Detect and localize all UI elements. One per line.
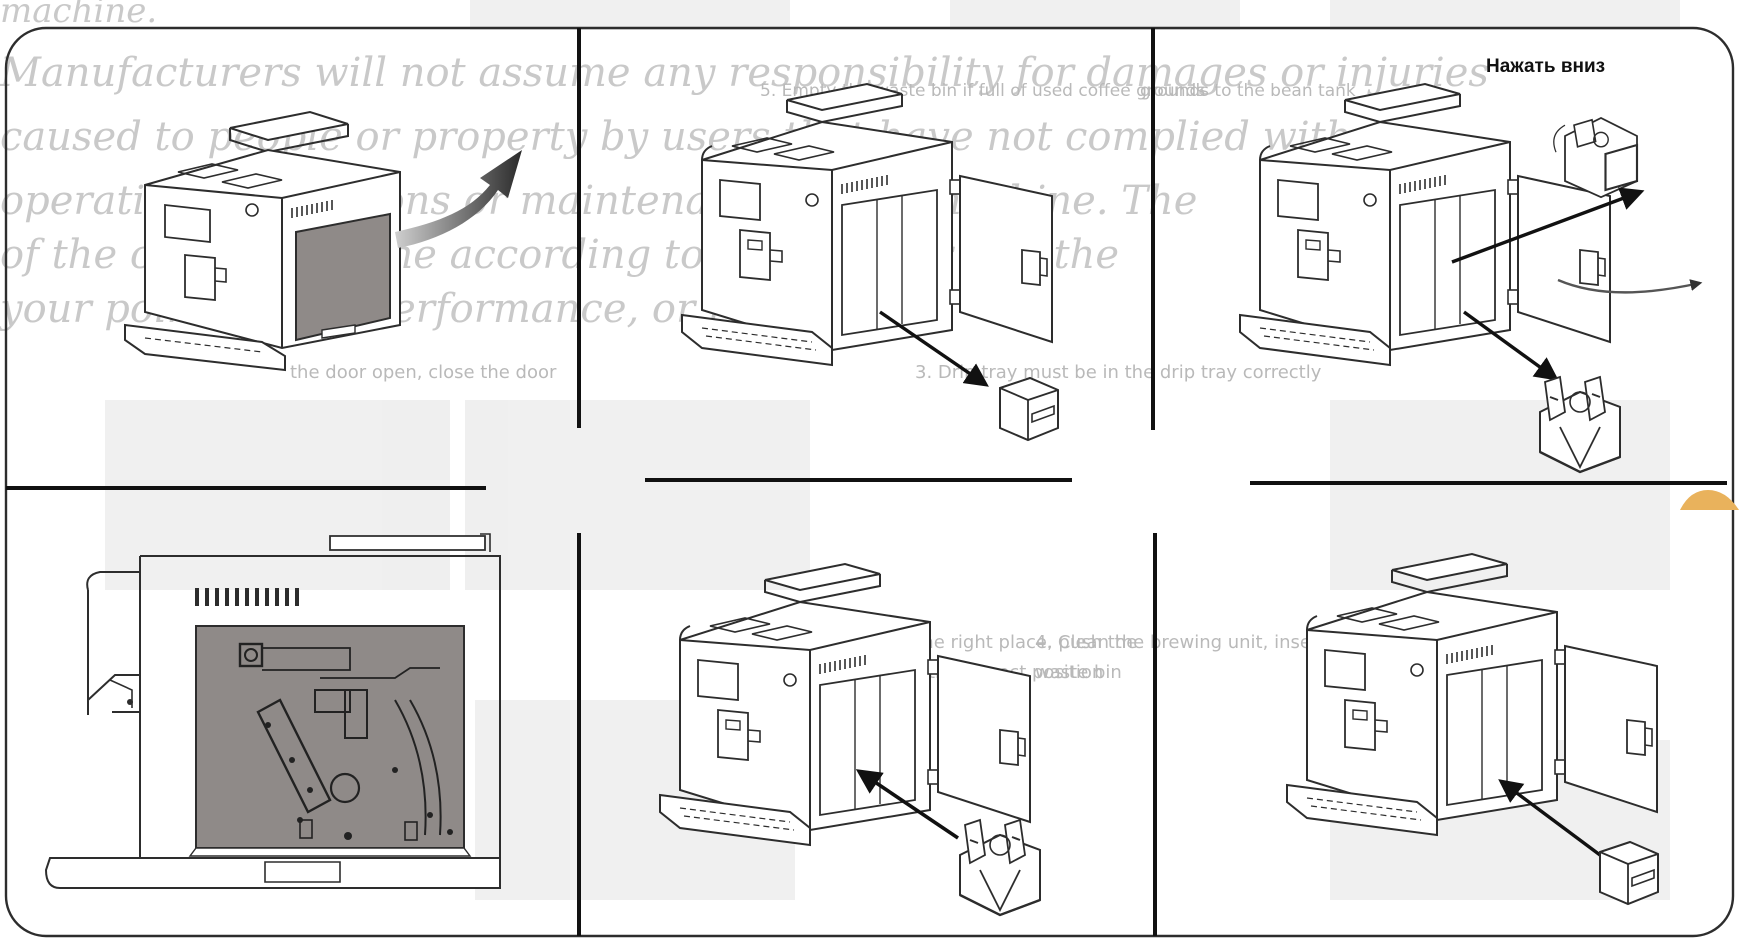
bleed-step-3: the door open, close the door — [290, 362, 557, 383]
arrow-waste-bin-in — [1498, 779, 1602, 857]
bleed-line-2: Manufacturers will not assume any respon… — [0, 50, 1489, 96]
bleed-step-1: grounds to the bean tank — [1140, 81, 1356, 101]
press-down-label: Нажать вниз — [1486, 56, 1606, 77]
panel-1-remove-side-panel — [124, 110, 522, 372]
bleed-step-6: waste bin — [1035, 662, 1122, 683]
bleed-line-1: machine. — [0, 0, 157, 31]
side-door-panel — [295, 212, 391, 342]
bleed-step-4: 3. Drip tray must be in the drip tray co… — [915, 362, 1322, 383]
arrow-brew-unit-out — [1463, 310, 1559, 381]
page-frame — [4, 26, 1735, 938]
arrow-brew-unit-in — [855, 769, 960, 840]
panel-3-remove-brew-unit — [1239, 83, 1703, 474]
panel-dividers — [6, 28, 1727, 936]
swing-arrow — [395, 150, 522, 248]
interior-cavity — [195, 625, 465, 849]
panel-2-remove-waste-bin — [681, 83, 1059, 441]
bleed-line-3: caused to people or property by users th… — [0, 114, 1351, 160]
panel-6-insert-waste-bin — [1286, 553, 1659, 905]
panel-4-interior-view — [44, 533, 501, 889]
arrow-waste-bin — [879, 310, 989, 387]
press-detail — [1553, 116, 1639, 199]
panel-5-insert-brew-unit — [659, 563, 1042, 917]
edge-tab — [1680, 490, 1739, 510]
